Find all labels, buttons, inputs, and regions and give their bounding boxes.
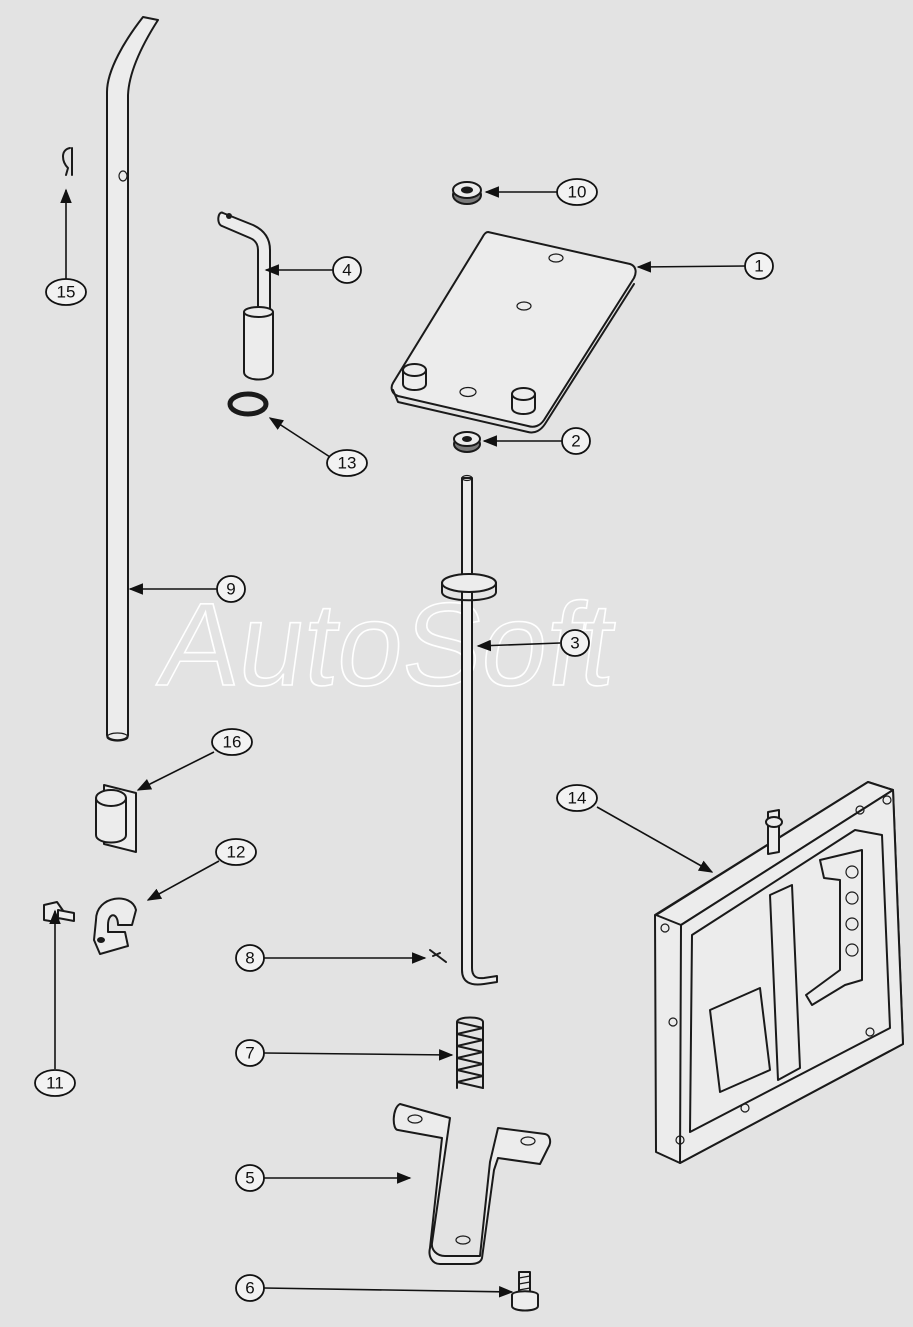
callout-1-label: 1	[754, 257, 763, 276]
callout-1: 1	[744, 252, 774, 280]
callout-5-label: 5	[245, 1169, 254, 1188]
callout-16: 16	[211, 728, 253, 756]
leader-lines	[49, 186, 747, 1298]
callout-9-label: 9	[226, 580, 235, 599]
callout-14-label: 14	[568, 789, 587, 808]
callout-8: 8	[235, 944, 265, 972]
callout-2-label: 2	[571, 432, 580, 451]
part-clamp	[93, 897, 137, 955]
part-bushing-bottom	[453, 431, 481, 453]
callout-7-label: 7	[245, 1044, 254, 1063]
callout-4: 4	[332, 256, 362, 284]
callout-16-label: 16	[223, 733, 242, 752]
part-cotter-pin	[62, 147, 73, 176]
callout-3-label: 3	[570, 634, 579, 653]
callout-11-label: 11	[46, 1074, 64, 1093]
part-small-pin	[429, 949, 447, 963]
callout-14: 14	[556, 784, 598, 812]
callout-3: 3	[560, 629, 590, 657]
part-cover-plate	[654, 781, 904, 1164]
part-bushing-top	[452, 181, 482, 205]
callout-9: 9	[216, 575, 246, 603]
callout-6: 6	[235, 1274, 265, 1302]
part-u-bracket	[392, 1103, 552, 1265]
callout-15-label: 15	[57, 283, 76, 302]
callout-4-label: 4	[342, 261, 351, 280]
callout-10: 10	[556, 178, 598, 206]
callout-15: 15	[45, 278, 87, 306]
part-bolt	[511, 1271, 539, 1312]
callout-12-label: 12	[227, 843, 246, 862]
callout-7: 7	[235, 1039, 265, 1067]
callout-5: 5	[235, 1164, 265, 1192]
callout-11: 11	[34, 1069, 76, 1097]
callout-2: 2	[561, 427, 591, 455]
part-plate	[390, 231, 637, 434]
part-small-bolt	[43, 901, 75, 923]
part-spring	[456, 1016, 484, 1089]
callout-10-label: 10	[568, 183, 587, 202]
part-o-ring	[227, 391, 269, 417]
part-long-rod	[106, 16, 159, 742]
part-clip	[95, 784, 137, 853]
callout-13: 13	[326, 449, 368, 477]
callout-6-label: 6	[245, 1279, 254, 1298]
callout-8-label: 8	[245, 949, 254, 968]
callout-13-label: 13	[338, 454, 357, 473]
part-shift-rod	[441, 474, 498, 986]
part-handle	[217, 211, 274, 381]
callout-12: 12	[215, 838, 257, 866]
